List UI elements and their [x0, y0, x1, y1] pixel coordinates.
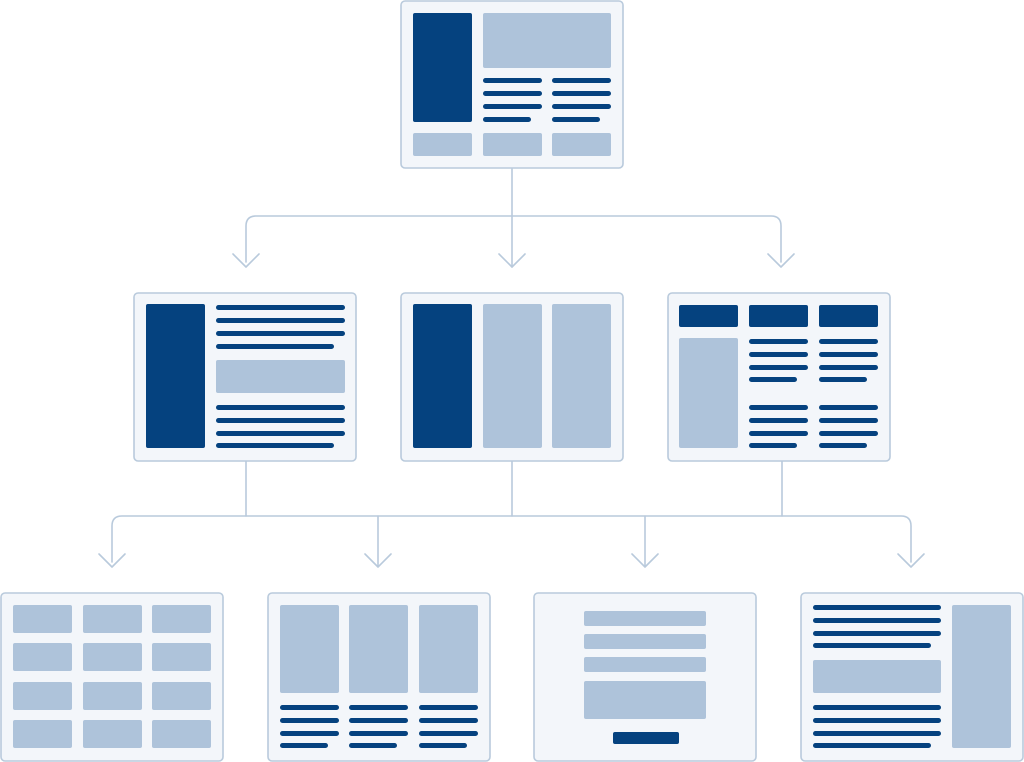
wireframe-page-article — [800, 592, 1024, 762]
text-lines — [280, 705, 478, 748]
column-light — [552, 304, 611, 448]
text-lines — [749, 339, 878, 448]
card-images — [280, 605, 478, 693]
wireframe-page-grid — [0, 592, 224, 762]
header-tabs — [679, 305, 878, 327]
image-block — [216, 360, 345, 393]
arrowhead-section-c — [767, 253, 795, 268]
arrowhead-section-a — [232, 253, 260, 268]
sidebar-block — [679, 338, 738, 448]
connector-branch-top — [245, 215, 782, 263]
arrowhead-page-article — [897, 553, 925, 568]
arrowhead-page-form — [631, 553, 659, 568]
sidebar-block — [146, 304, 205, 448]
arrowhead-page-grid — [98, 553, 126, 568]
connectors-level-1 — [232, 168, 795, 268]
submit-button-block — [613, 732, 679, 744]
text-lines — [216, 305, 345, 448]
wireframe-home — [400, 0, 624, 169]
connectors-level-2 — [98, 460, 925, 568]
sidebar-block — [952, 605, 1011, 748]
wireframe-section-b — [400, 292, 624, 462]
text-lines — [813, 605, 941, 748]
form-fields — [584, 611, 706, 719]
tile-grid — [13, 605, 211, 748]
connector-branch-bottom — [111, 515, 912, 563]
wireframe-section-c — [667, 292, 891, 462]
arrowhead-section-b — [498, 253, 526, 268]
text-lines — [483, 78, 611, 122]
arrowhead-page-cards — [364, 553, 392, 568]
footer-blocks — [413, 133, 611, 156]
column-dark — [413, 304, 472, 448]
image-block — [813, 660, 941, 693]
wireframe-section-a — [133, 292, 357, 462]
wireframe-page-cards — [267, 592, 491, 762]
hero-block — [483, 13, 611, 68]
column-light — [483, 304, 542, 448]
wireframe-page-form — [533, 592, 757, 762]
sidebar-block — [413, 13, 472, 122]
